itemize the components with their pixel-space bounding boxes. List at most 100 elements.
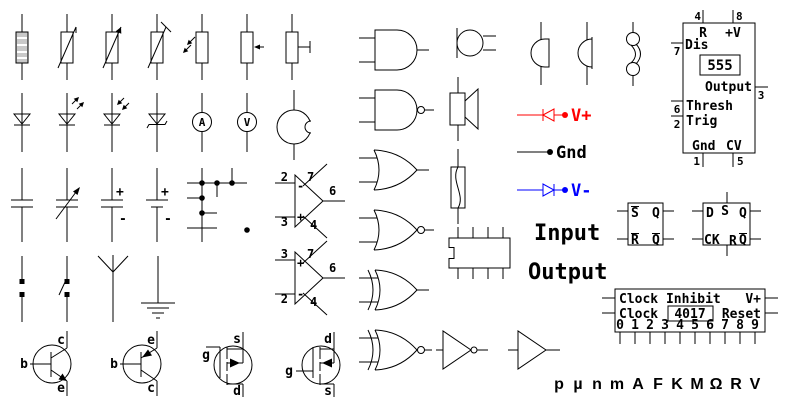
vminus-rail[interactable]: V-	[517, 181, 591, 201]
opamp-a-pin3: 3	[281, 215, 288, 229]
preset-resistor-symbol[interactable]	[240, 14, 264, 80]
counter4017-reset: Reset	[722, 307, 761, 322]
timer555-pin6: 6	[674, 103, 681, 116]
n-mosfet-symbol[interactable]: g s d	[202, 332, 253, 399]
potentiometer-symbol[interactable]	[102, 14, 122, 80]
timer555-dis: Dis	[685, 38, 708, 53]
diode-symbol[interactable]	[12, 93, 32, 152]
opamp-a-symbol[interactable]: 2 3 7 4 6 - +	[275, 163, 345, 239]
unit-letter[interactable]: K	[671, 376, 683, 393]
unit-letter[interactable]: m	[610, 376, 624, 393]
timer555-cv: CV	[726, 139, 742, 154]
unit-letter[interactable]: V	[750, 376, 761, 393]
opamp-b-minus: -	[297, 287, 304, 301]
opamp-a-minus: -	[297, 179, 304, 193]
earphone-b-symbol[interactable]	[577, 22, 593, 85]
or-gate-symbol[interactable]	[359, 149, 429, 191]
nand-gate-symbol[interactable]	[359, 89, 434, 131]
zener-diode-symbol[interactable]	[146, 93, 168, 152]
dff-q: Q	[739, 206, 747, 221]
ic-dip8-symbol[interactable]	[448, 227, 511, 279]
speaker-symbol[interactable]	[449, 77, 479, 141]
timer555-pin4: 4	[694, 10, 701, 23]
dff-qbar: Q	[739, 233, 747, 248]
counter-4017-block[interactable]: Clock Inhibit V+ Clock 4017 Reset 0 1 2 …	[602, 288, 778, 344]
unit-letter[interactable]: p	[554, 376, 564, 393]
capacitor-symbol[interactable]	[11, 168, 33, 242]
xnor-gate-symbol[interactable]	[359, 329, 432, 371]
ground-symbol[interactable]	[141, 256, 175, 319]
gnd-rail[interactable]: Gnd	[517, 143, 587, 163]
vplus-rail[interactable]: V+	[517, 106, 591, 126]
unit-letter[interactable]: µ	[573, 376, 582, 393]
voltmeter-letter: V	[244, 116, 251, 129]
npn-base-label: b	[20, 357, 28, 372]
antenna-symbol[interactable]	[97, 255, 129, 322]
led-symbol[interactable]	[57, 93, 84, 152]
trimmer-resistor-symbol[interactable]	[147, 14, 172, 80]
ammeter-symbol[interactable]: A	[192, 93, 212, 152]
variable-capacitor-symbol[interactable]	[55, 168, 80, 242]
pnp-collector-label: c	[147, 381, 155, 396]
photodiode-symbol[interactable]	[102, 93, 130, 152]
switch-open-symbol[interactable]	[19, 256, 25, 322]
opamp-b-pin7: 7	[307, 247, 314, 261]
ldr-symbol[interactable]	[183, 14, 209, 80]
dff-d: D	[706, 206, 714, 221]
nor-gate-symbol[interactable]	[359, 209, 434, 251]
d-flipflop-block[interactable]: D S Q CK R Q	[692, 192, 761, 256]
opamp-a-pin7: 7	[307, 170, 314, 184]
nmos-source-label: s	[233, 332, 241, 347]
pmos-source-label: s	[324, 384, 332, 399]
unit-letter[interactable]: Ω	[710, 376, 723, 393]
p-mosfet-symbol[interactable]: g d s	[285, 332, 341, 399]
fuse-symbol[interactable]	[450, 149, 466, 224]
inverter-gate-symbol[interactable]	[436, 330, 488, 370]
thermistor-symbol[interactable]	[57, 14, 77, 80]
voltmeter-symbol[interactable]: V	[237, 93, 257, 152]
sr-latch-r: R	[631, 233, 639, 248]
battery-minus: -	[164, 212, 172, 227]
opamp-b-symbol[interactable]: 3 2 7 4 6 + -	[275, 240, 345, 316]
battery-cell-symbol[interactable]: + -	[146, 168, 172, 242]
pnp-transistor-symbol[interactable]: b e c	[110, 331, 162, 396]
and-gate-symbol[interactable]	[359, 29, 429, 71]
counter4017-clock-inhibit: Clock Inhibit	[619, 292, 721, 307]
counter4017-digit: 5	[691, 318, 699, 333]
output-label[interactable]: Output	[528, 260, 607, 285]
vminus-label: V-	[571, 181, 591, 201]
unit-letter[interactable]: n	[592, 376, 602, 393]
timer-555-block[interactable]: 4 8 R +V Dis 7 555 Output 3 Thresh 6 Tri…	[671, 10, 768, 168]
sr-latch-block[interactable]: S Q R Q	[617, 202, 674, 248]
npn-transistor-symbol[interactable]: b c e	[20, 331, 72, 396]
xor-gate-symbol[interactable]	[359, 269, 429, 311]
opamp-b-plus: +	[297, 256, 304, 270]
resistor-symbol[interactable]	[15, 14, 29, 80]
npn-emitter-label: e	[57, 381, 65, 396]
timer555-pin7: 7	[674, 45, 681, 58]
switch-closed-symbol[interactable]	[58, 256, 70, 322]
wire-junctions-symbol[interactable]	[187, 168, 250, 242]
tapped-resistor-symbol[interactable]	[285, 14, 311, 80]
pmos-drain-label: d	[324, 332, 332, 347]
timer555-vcc: +V	[725, 26, 741, 41]
unit-letter[interactable]: M	[690, 376, 703, 393]
timer555-pin1: 1	[693, 155, 700, 168]
unit-letter[interactable]: R	[730, 376, 742, 393]
unit-letters[interactable]: p µ n m A F K M Ω R V	[554, 376, 761, 393]
microphone-symbol[interactable]	[456, 28, 496, 58]
input-label[interactable]: Input	[534, 221, 600, 246]
pmos-gate-label: g	[285, 364, 293, 379]
earphone-a-symbol[interactable]	[530, 22, 550, 85]
link-coupler-symbol[interactable]	[626, 22, 641, 86]
polarized-capacitor-symbol[interactable]: + -	[101, 168, 127, 242]
unit-letter[interactable]: A	[632, 376, 644, 393]
nmos-drain-label: d	[233, 384, 241, 399]
opamp-b-pin6: 6	[329, 261, 336, 275]
lamp-symbol[interactable]	[276, 90, 317, 160]
opamp-a-pin4: 4	[310, 218, 317, 232]
unit-letter[interactable]: F	[653, 376, 663, 393]
buffer-gate-symbol[interactable]	[508, 330, 560, 370]
